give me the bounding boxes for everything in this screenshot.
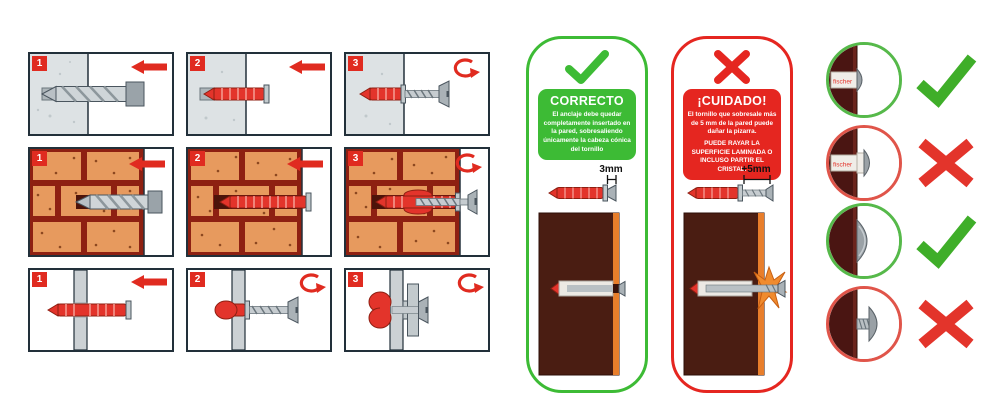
screw-head-icon [863, 148, 870, 178]
anchor-with-screw-icon [687, 184, 774, 202]
screw-icon [415, 189, 478, 215]
example-protruding-wrong: fischer [826, 125, 978, 201]
x-icon [714, 50, 750, 84]
laminate-layer [613, 213, 619, 375]
step-anchor-folded-hollow: 3 [344, 268, 490, 352]
push-arrow-icon [131, 60, 167, 74]
cuidado-emphasis: PUEDE RAYAR LA SUPERFICIE LAMINADA O INC… [691, 139, 773, 173]
anchor-with-screw-icon [548, 184, 617, 202]
rotate-arrow-icon [453, 58, 480, 78]
check-icon [916, 215, 977, 269]
step-insert-anchor-brick: 2 [186, 147, 332, 257]
correcto-body: El anclaje debe quedar completamente ins… [543, 111, 631, 153]
embedded-anchor-icon [550, 280, 626, 297]
screw-concrete-illustration [346, 54, 488, 134]
brand-label: fischer [833, 162, 853, 169]
protruding-screw-icon [689, 279, 786, 298]
seated-head-detail [829, 206, 899, 276]
push-arrow-icon [287, 157, 323, 171]
cuidado-title: ¡CUIDADO! [697, 94, 767, 108]
drill-bit-icon [40, 81, 145, 107]
example-circle: fischer [826, 125, 902, 201]
screw-head-icon [856, 218, 868, 264]
example-flush-correct: fischer [826, 42, 978, 118]
drill-brick-illustration [30, 149, 172, 255]
screw-brick-illustration [346, 149, 488, 255]
step-screw-brick: 3 [344, 147, 490, 257]
screw-head-icon [856, 67, 863, 93]
wall-anchor-icon [47, 300, 132, 320]
rotate-arrow-icon [455, 153, 482, 173]
x-icon [918, 299, 974, 349]
step-screw-hollow: 2 [186, 268, 332, 352]
push-arrow-icon [129, 157, 165, 171]
wall-anchor-icon [214, 300, 250, 320]
screw-icon [404, 80, 450, 108]
step-drill-concrete: 1 [28, 52, 174, 136]
step-number-badge: 2 [190, 272, 205, 287]
step-number-badge: 1 [32, 272, 47, 287]
example-circle [826, 203, 902, 279]
x-icon [918, 138, 974, 188]
screw-hollow-illustration [188, 270, 330, 350]
step-insert-anchor-concrete: 2 [186, 52, 332, 136]
example-seated-head-correct [826, 203, 978, 279]
protruding-anchor-detail: fischer [829, 128, 899, 198]
step-number-badge: 1 [32, 56, 47, 71]
step-screw-concrete: 3 [344, 52, 490, 136]
drill-bit-icon [74, 190, 163, 214]
measure-bracket [743, 175, 771, 184]
cuidado-card: ¡CUIDADO! El tornillo que sobresale más … [671, 36, 793, 393]
gap-head-detail [829, 289, 899, 359]
insert-anchor-brick-illustration [188, 149, 330, 255]
check-icon [565, 50, 609, 84]
push-arrow-icon [131, 275, 167, 289]
cuidado-body: El tornillo que sobresale más de 5 mm de… [687, 111, 777, 136]
wall-anchor-icon [359, 84, 406, 104]
brick-pattern [191, 152, 297, 252]
step-drill-brick: 1 [28, 147, 174, 257]
example-circle: fischer [826, 42, 902, 118]
step-number-badge: 3 [348, 272, 363, 287]
push-arrow-icon [289, 60, 325, 74]
laminate-layer [758, 213, 764, 375]
wrong-install-illustration: +5mm [683, 164, 788, 376]
measure-label: +5mm [741, 164, 770, 175]
insert-anchor-hollow-illustration [30, 270, 172, 350]
correct-install-illustration: 3mm [538, 164, 626, 376]
step-number-badge: 2 [190, 151, 205, 166]
correcto-card: CORRECTO El anclaje debe quedar completa… [526, 36, 648, 393]
correcto-title: CORRECTO [550, 94, 624, 108]
step-number-badge: 3 [348, 56, 363, 71]
wall-anchor-icon [203, 84, 270, 104]
screw-icon [391, 296, 429, 324]
anchor-folded-illustration [346, 270, 488, 350]
folded-anchor-knot [368, 291, 408, 329]
screw-head-icon [868, 305, 878, 343]
brand-label: fischer [833, 79, 853, 86]
rotate-arrow-icon [299, 273, 326, 293]
step-insert-anchor-hollow: 1 [28, 268, 174, 352]
drill-concrete-illustration [30, 54, 172, 134]
rotate-arrow-icon [457, 273, 484, 293]
correcto-text-block: CORRECTO El anclaje debe quedar completa… [538, 89, 636, 161]
cuidado-text-block: ¡CUIDADO! El tornillo que sobresale más … [683, 89, 781, 181]
measure-label: 3mm [599, 164, 622, 175]
step-number-badge: 3 [348, 151, 363, 166]
wall-anchor-icon [219, 192, 312, 212]
insert-anchor-concrete-illustration [188, 54, 330, 134]
screw-icon [249, 296, 299, 324]
measure-bracket [606, 175, 617, 184]
step-number-badge: 2 [190, 56, 205, 71]
step-number-badge: 1 [32, 151, 47, 166]
example-circle [826, 286, 902, 362]
flush-anchor-detail: fischer [829, 45, 899, 115]
steps-grid: 1 2 [28, 52, 490, 352]
check-icon [916, 54, 977, 108]
example-gap-head-wrong [826, 286, 978, 362]
